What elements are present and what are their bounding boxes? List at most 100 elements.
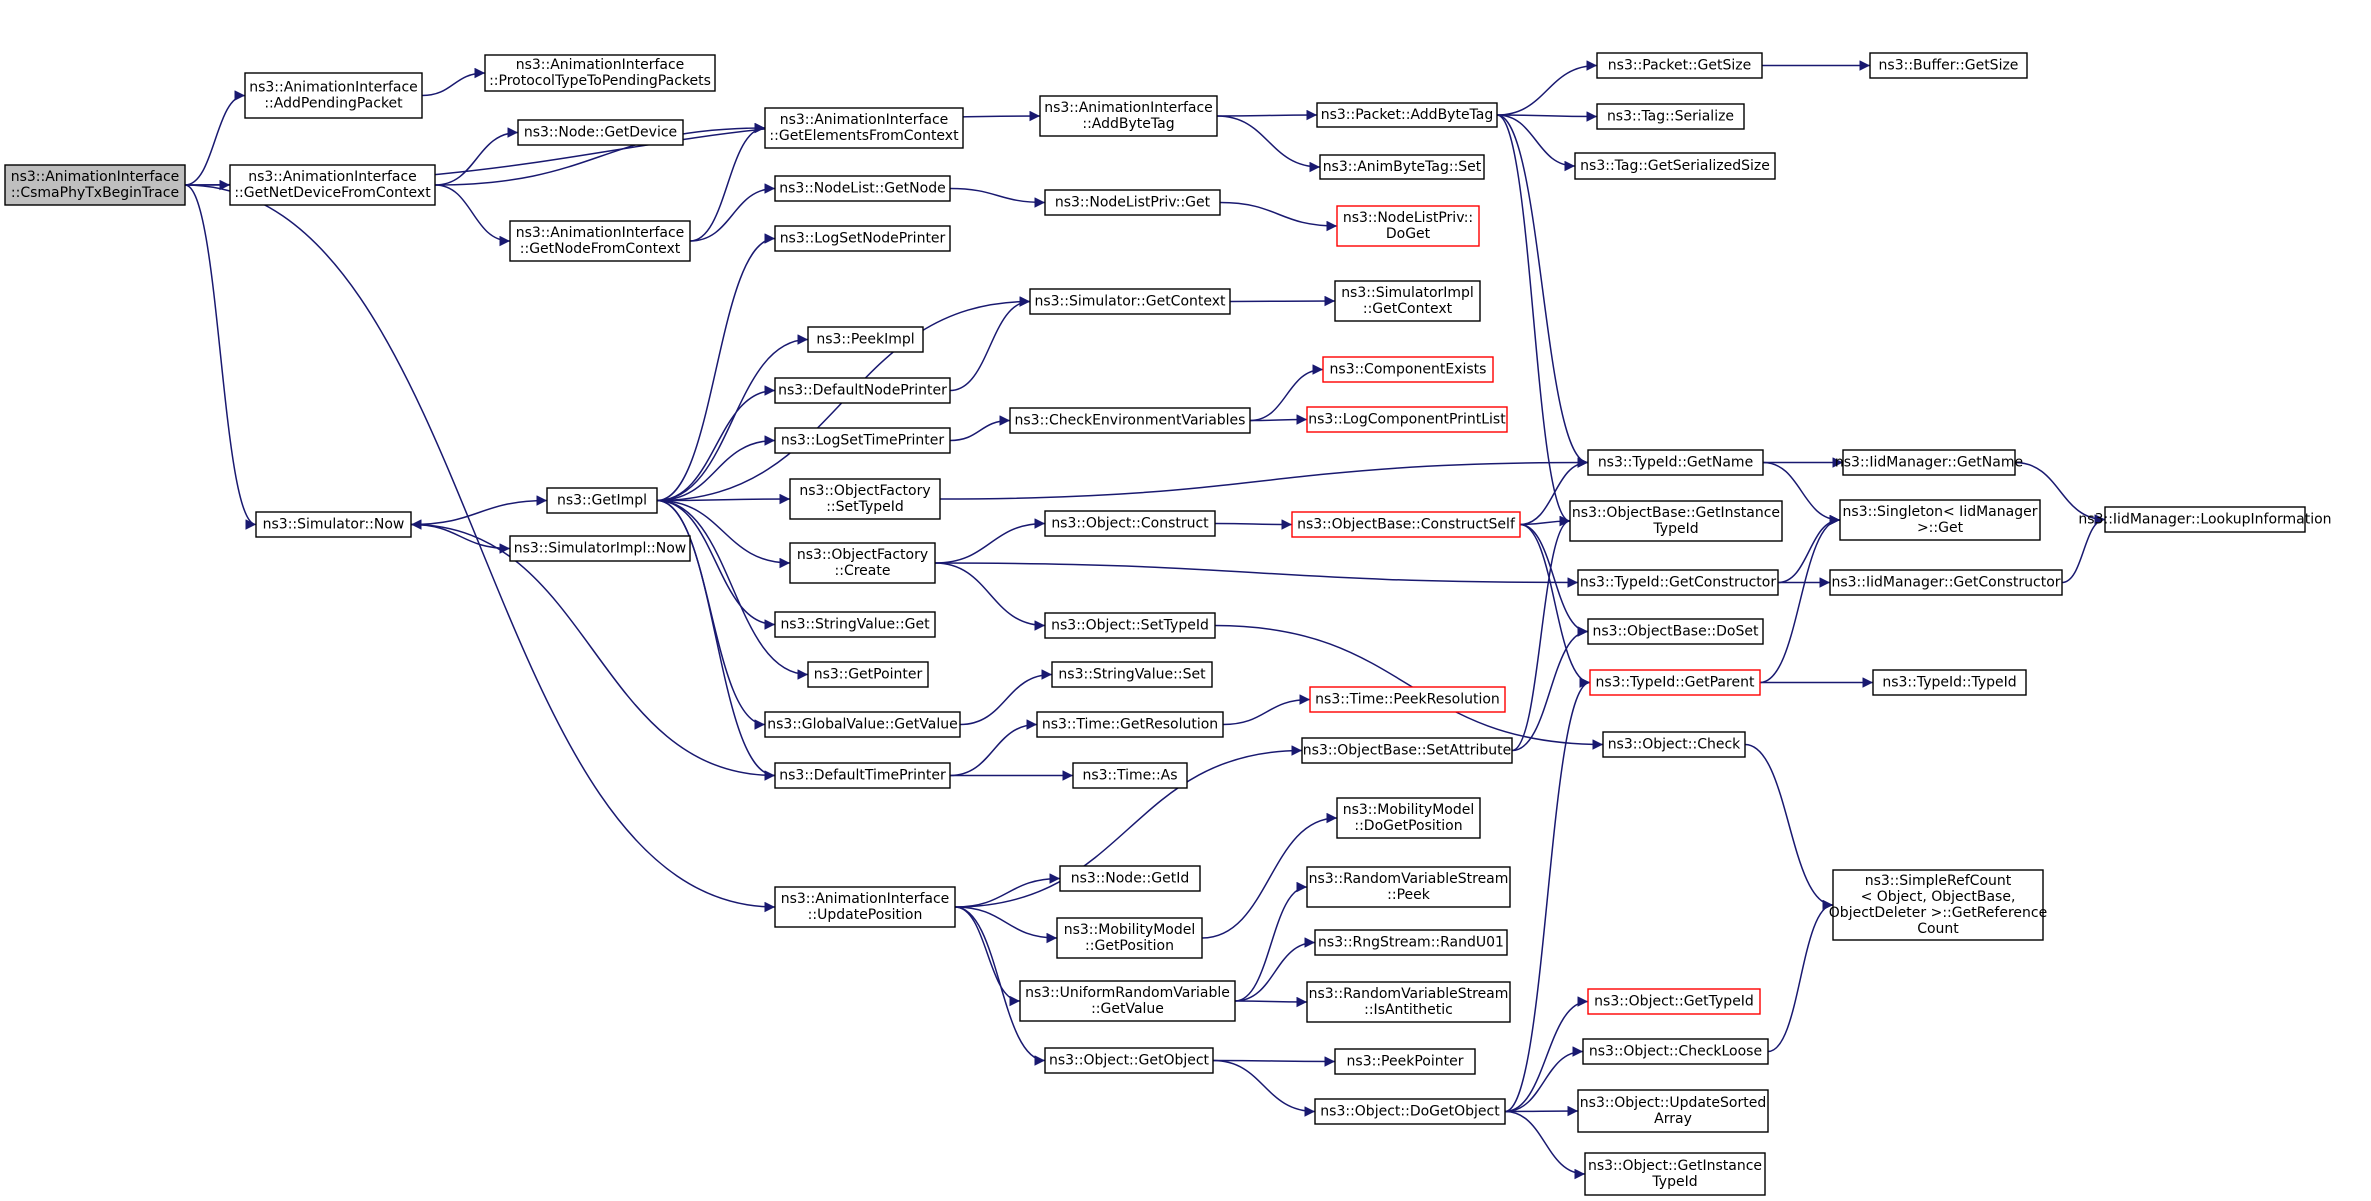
node-defaultNodePrinter[interactable]: ns3::DefaultNodePrinter [774,377,951,404]
edge-objBaseSetAttribute-to-objBaseGetInstTypeId [1511,515,1571,752]
node-ofSetTypeId[interactable]: ns3::ObjectFactory::SetTypeId [789,478,941,520]
node-simNow[interactable]: ns3::Simulator::Now [255,511,412,538]
node-logSetNodePrinter[interactable]: ns3::LogSetNodePrinter [774,225,951,252]
node-defaultTimePrinter[interactable]: ns3::DefaultTimePrinter [774,762,951,789]
node-box [1602,731,1746,758]
node-urvGetValue[interactable]: ns3::UniformRandomVariable::GetValue [1019,980,1236,1022]
node-box [517,119,684,146]
node-box [1596,52,1763,79]
node-nodeListPrivGet[interactable]: ns3::NodeListPriv::Get [1044,189,1221,216]
node-box [484,54,716,92]
node-iidLookup[interactable]: ns3::IidManager::LookupInformation [2078,506,2332,533]
node-getImpl[interactable]: ns3::GetImpl [546,487,658,514]
node-iidGetConstructor[interactable]: ns3::IidManager::GetConstructor [1829,569,2063,596]
node-packetGetSize[interactable]: ns3::Packet::GetSize [1596,52,1763,79]
node-logComponentPrintList[interactable]: ns3::LogComponentPrintList [1306,406,1508,433]
node-nodeListPrivDoGet[interactable]: ns3::NodeListPriv::DoGet [1336,205,1480,247]
node-mobDoGetPosition[interactable]: ns3::MobilityModel::DoGetPosition [1336,797,1481,839]
node-timeAs[interactable]: ns3::Time::As [1072,762,1188,789]
node-peekImpl[interactable]: ns3::PeekImpl [807,326,924,353]
node-label-line: ns3::DefaultNodePrinter [778,383,947,399]
node-getNodeCtx[interactable]: ns3::AnimationInterface::GetNodeFromCont… [509,220,691,262]
node-nodeListGetNode[interactable]: ns3::NodeList::GetNode [774,175,951,202]
node-logSetTimePrinter[interactable]: ns3::LogSetTimePrinter [774,427,951,454]
node-timeGetResolution[interactable]: ns3::Time::GetResolution [1036,711,1224,738]
node-objBaseConstructSelf[interactable]: ns3::ObjectBase::ConstructSelf [1291,511,1521,538]
node-iidGetName[interactable]: ns3::IidManager::GetName [1835,449,2023,476]
node-timePeekResolution[interactable]: ns3::Time::PeekResolution [1309,686,1506,713]
node-objConstruct[interactable]: ns3::Object::Construct [1044,510,1216,537]
node-objDoGetObject[interactable]: ns3::Object::DoGetObject [1314,1098,1506,1125]
node-box [1306,866,1511,908]
node-box [1334,1048,1476,1075]
node-label-line: ns3::Object::DoGetObject [1320,1104,1500,1120]
node-stringValueSet[interactable]: ns3::StringValue::Set [1051,661,1213,688]
node-addPending[interactable]: ns3::AnimationInterface::AddPendingPacke… [244,72,423,119]
node-nodeGetId[interactable]: ns3::Node::GetId [1059,865,1201,892]
node-tagGetSerSize[interactable]: ns3::Tag::GetSerializedSize [1574,152,1776,180]
node-globalValueGetValue[interactable]: ns3::GlobalValue::GetValue [764,711,961,738]
node-objSetTypeId[interactable]: ns3::Object::SetTypeId [1044,612,1216,639]
edge-updatePosition-to-mobGetPosition [954,906,1058,944]
node-tagSerialize[interactable]: ns3::Tag::Serialize [1596,103,1745,130]
node-rvsPeek[interactable]: ns3::RandomVariableStream::Peek [1306,866,1511,908]
node-getPointer[interactable]: ns3::GetPointer [807,661,929,688]
node-root[interactable]: ns3::AnimationInterface::CsmaPhyTxBeginT… [4,164,186,206]
node-simImplGetContext[interactable]: ns3::SimulatorImpl::GetContext [1334,280,1481,322]
node-label-line: ns3::GetImpl [557,493,647,509]
node-label-line: ns3::Packet::GetSize [1608,58,1751,74]
node-updatePosition[interactable]: ns3::AnimationInterface::UpdatePosition [774,886,956,928]
node-label-line: ns3::LogSetNodePrinter [780,231,946,247]
edge-logSetTimePrinter-to-checkEnvVars [949,415,1011,442]
node-typeIdGetName[interactable]: ns3::TypeId::GetName [1587,449,1764,476]
node-objCheck[interactable]: ns3::Object::Check [1602,731,1746,758]
node-label-line: Array [1654,1111,1692,1127]
node-componentExists[interactable]: ns3::ComponentExists [1322,356,1494,383]
node-box [1314,929,1508,956]
node-packetAddByteTag[interactable]: ns3::Packet::AddByteTag [1316,102,1498,128]
node-getNetDev[interactable]: ns3::AnimationInterface::GetNetDeviceFro… [229,164,436,206]
node-box [774,427,951,454]
edge-ofCreate-to-objConstruct [934,518,1046,564]
node-label-line: >::Get [1917,520,1964,536]
node-box [1314,1098,1506,1125]
node-box [1839,499,2041,541]
node-typeIdGetParent[interactable]: ns3::TypeId::GetParent [1589,669,1761,696]
node-objGetObject[interactable]: ns3::Object::GetObject [1044,1047,1214,1074]
node-typeIdGetConstructor[interactable]: ns3::TypeId::GetConstructor [1577,569,1779,596]
edge-getNetDev-to-nodeGetDevice [434,127,519,186]
node-label-line: ns3::PeekImpl [816,332,914,348]
node-checkEnvVars[interactable]: ns3::CheckEnvironmentVariables [1009,407,1251,434]
node-label-line: ns3::Node::GetDevice [524,125,677,141]
node-getElements[interactable]: ns3::AnimationInterface::GetElementsFrom… [764,107,964,149]
node-nodeGetDevice[interactable]: ns3::Node::GetDevice [517,119,684,146]
node-objBaseDoSet[interactable]: ns3::ObjectBase::DoSet [1587,618,1764,645]
node-objGetTypeId[interactable]: ns3::Object::GetTypeId [1587,988,1761,1015]
node-ofCreate[interactable]: ns3::ObjectFactory::Create [789,542,936,584]
node-typeIdTypeId[interactable]: ns3::TypeId::TypeId [1872,669,2027,696]
node-box [1574,152,1776,180]
node-singletonGet[interactable]: ns3::Singleton< IidManager >::Get [1839,499,2041,541]
node-objCheckLoose[interactable]: ns3::Object::CheckLoose [1582,1038,1769,1065]
node-label-line: ns3::ObjectBase::SetAttribute [1303,743,1511,759]
node-objBaseSetAttribute[interactable]: ns3::ObjectBase::SetAttribute [1301,737,1513,764]
node-rvsIsAntithetic[interactable]: ns3::RandomVariableStream::IsAntithetic [1306,981,1511,1023]
node-animByteTagSet[interactable]: ns3::AnimByteTag::Set [1319,154,1485,180]
node-label-line: ns3::SimulatorImpl::Now [514,541,687,557]
node-bufferGetSize[interactable]: ns3::Buffer::GetSize [1869,52,2028,79]
node-peekPointer[interactable]: ns3::PeekPointer [1334,1048,1476,1075]
edge-root-to-addPending [184,90,246,186]
node-mobGetPosition[interactable]: ns3::MobilityModel::GetPosition [1056,917,1203,959]
node-rngRandU01[interactable]: ns3::RngStream::RandU01 [1314,929,1508,956]
edge-getImpl-to-logSetTimePrinter [656,435,776,502]
node-stringValueGet[interactable]: ns3::StringValue::Get [774,611,936,638]
node-simpleRefCount[interactable]: ns3::SimpleRefCount< Object, ObjectBase,… [1829,869,2047,941]
node-protoType[interactable]: ns3::AnimationInterface::ProtocolTypeToP… [484,54,716,92]
edge-iidGetName-to-iidLookup [2014,461,2106,525]
node-simGetContext[interactable]: ns3::Simulator::GetContext [1029,288,1231,315]
node-addByteTagAI[interactable]: ns3::AnimationInterface::AddByteTag [1039,95,1218,137]
node-simImplNow[interactable]: ns3::SimulatorImpl::Now [509,535,691,562]
